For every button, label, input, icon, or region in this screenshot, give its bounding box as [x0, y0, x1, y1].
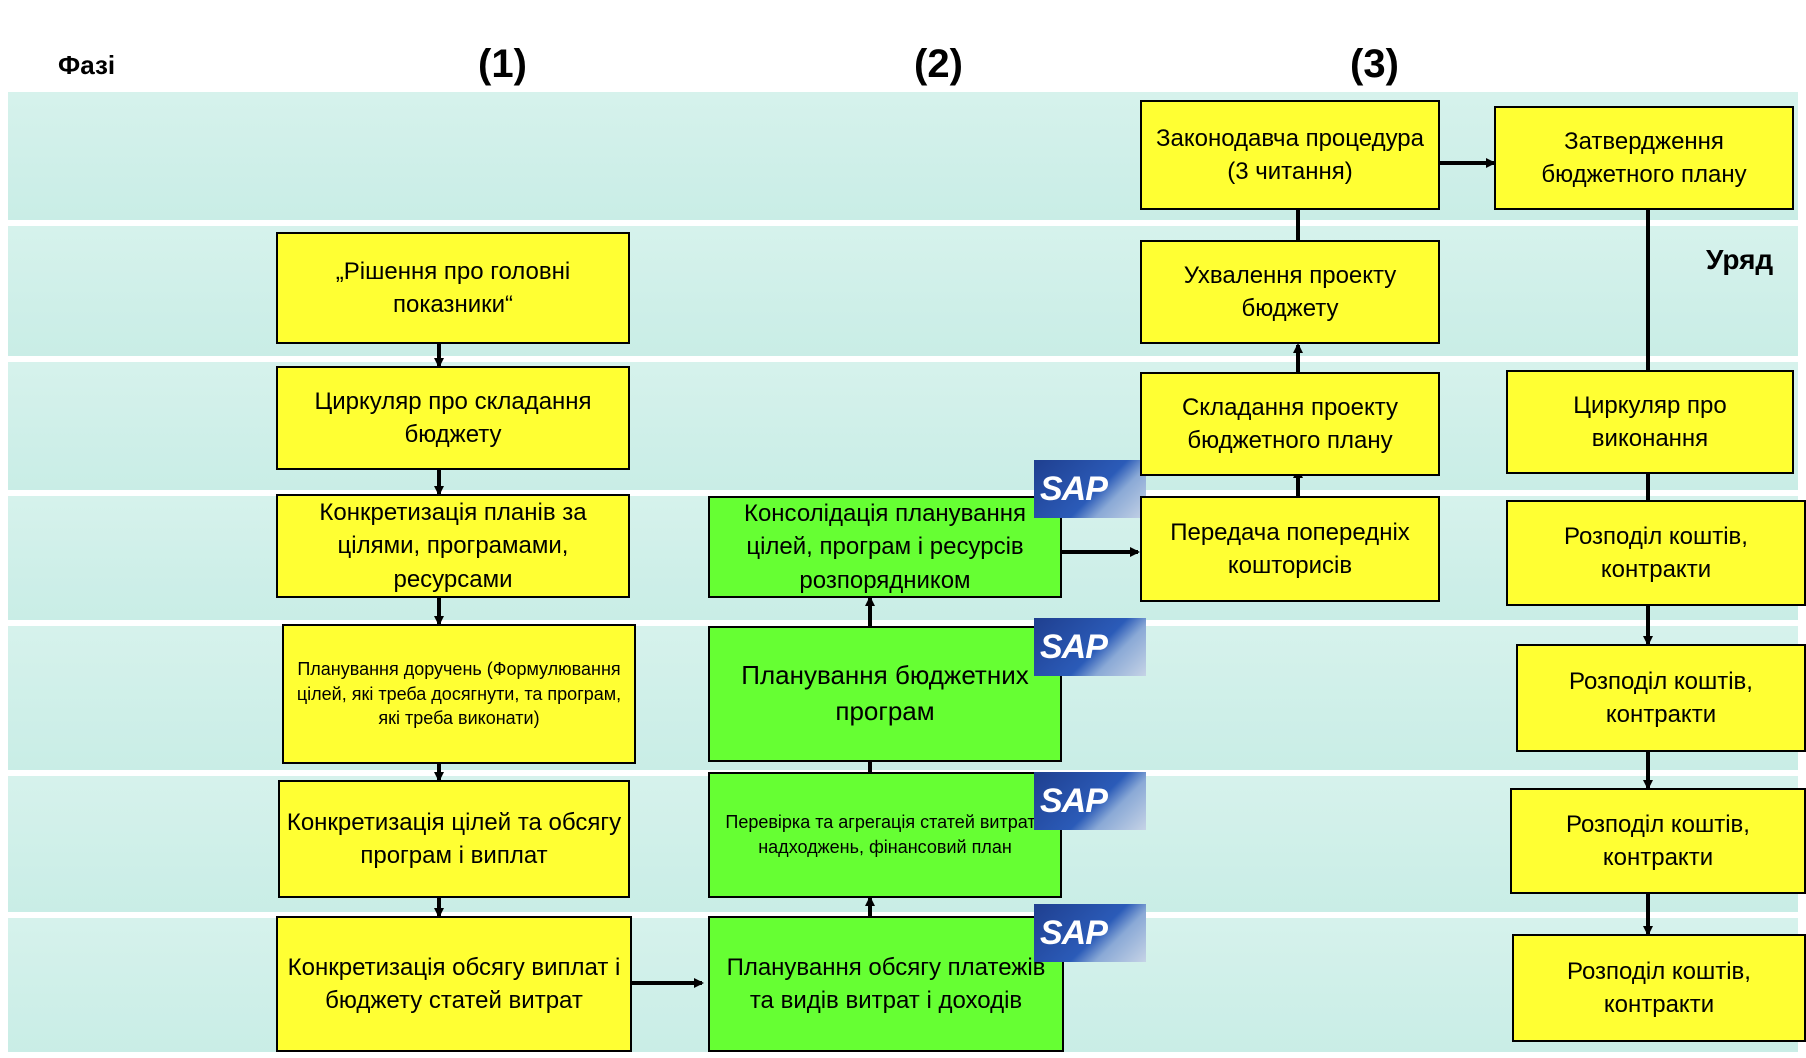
box-execution-circular: Циркуляр про виконання	[1506, 370, 1794, 474]
box-concretize-plans: Конкретизація планів за цілями, програма…	[276, 494, 630, 598]
box-fund-allocation-1: Розподіл коштів, контракти	[1506, 500, 1806, 606]
sap-logo-2: SAP	[1034, 618, 1146, 676]
box-concretize-goals: Конкретизація цілей та обсягу програм і …	[278, 780, 630, 898]
box-draft-preparation: Складання проекту бюджетного плану	[1140, 372, 1440, 476]
box-legislative-procedure: Законодавча процедура (3 читання)	[1140, 100, 1440, 210]
phase-2-label: (2)	[914, 42, 963, 86]
phase-3-label: (3)	[1350, 42, 1399, 86]
box-fund-allocation-2: Розподіл коштів, контракти	[1516, 644, 1806, 752]
sap-logo-3: SAP	[1034, 772, 1146, 830]
box-fund-allocation-4: Розподіл коштів, контракти	[1512, 934, 1806, 1042]
box-consolidation: Консолідація планування цілей, програм і…	[708, 496, 1062, 598]
box-fund-allocation-3: Розподіл коштів, контракти	[1510, 788, 1806, 894]
phase-1-label: (1)	[478, 42, 527, 86]
phase-header	[8, 8, 1798, 90]
sap-logo-1: SAP	[1034, 460, 1146, 518]
box-check-aggregation: Перевірка та агрегація статей витрат і н…	[708, 772, 1062, 898]
side-label-government: Уряд	[1706, 244, 1774, 275]
box-draft-approval: Ухвалення проекту бюджету	[1140, 240, 1440, 344]
box-main-indicators-decision: „Рішення про головні показники“	[276, 232, 630, 344]
phases-label: Фазі	[58, 50, 116, 80]
box-concretize-volume: Конкретизація обсягу виплат і бюджету ст…	[276, 916, 632, 1052]
box-task-planning: Планування доручень (Формулювання цілей,…	[282, 624, 636, 764]
sap-logo-4: SAP	[1034, 904, 1146, 962]
box-program-planning: Планування бюджетних програм	[708, 626, 1062, 762]
box-budget-circular: Циркуляр про складання бюджету	[276, 366, 630, 470]
box-payment-planning: Планування обсягу платежів та видів витр…	[708, 916, 1064, 1052]
box-plan-approval: Затвердження бюджетного плану	[1494, 106, 1794, 210]
box-estimates-transfer: Передача попередніх кошторисів	[1140, 496, 1440, 602]
